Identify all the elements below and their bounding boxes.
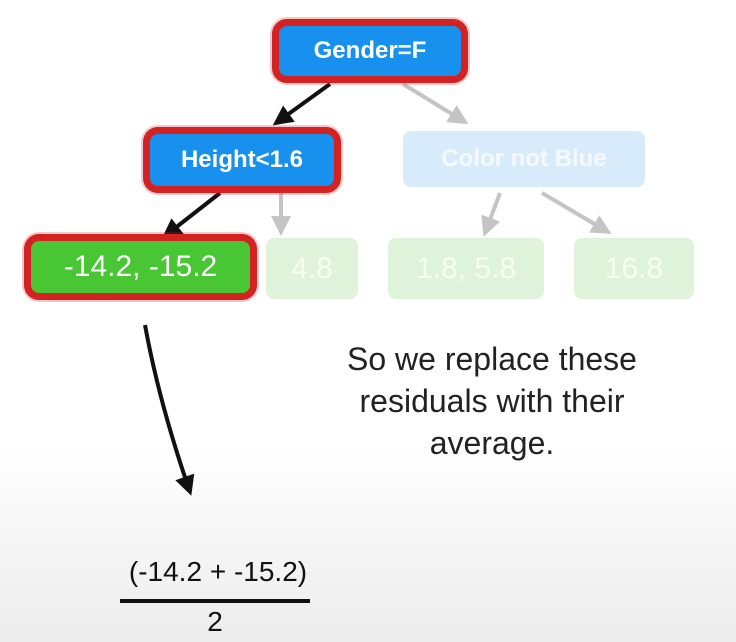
leaf-node-4-label: 16.8	[604, 251, 664, 285]
leaf-node-3-label: 1.8, 5.8	[415, 251, 517, 285]
color-node: Color not Blue	[403, 131, 645, 187]
edge-leaf-to-formula	[143, 324, 195, 496]
root-node: Gender=F	[272, 19, 468, 83]
fraction-bar	[120, 599, 310, 603]
leaf-node-1-label: -14.2, -15.2	[63, 250, 218, 283]
edge-color-to-leaf4	[540, 191, 612, 235]
color-node-label: Color not Blue	[441, 145, 607, 172]
explanation-caption: So we replace these residuals with their…	[312, 338, 672, 464]
edge-root-to-color	[401, 82, 469, 125]
edge-root-to-height	[272, 82, 332, 126]
root-node-label: Gender=F	[313, 37, 427, 64]
caption-line-2: residuals with their	[359, 383, 625, 419]
edge-color-to-leaf3	[481, 192, 502, 237]
formula-denominator: 2	[207, 606, 223, 637]
height-node: Height<1.6	[143, 127, 341, 193]
height-node-label: Height<1.6	[180, 146, 304, 173]
leaf-node-4: 16.8	[574, 238, 694, 299]
edge-height-to-leaf1	[161, 191, 222, 239]
formula-numerator: (-14.2 + -15.2)	[128, 556, 308, 587]
leaf-node-2-label: 4.8	[291, 251, 333, 285]
caption-line-1: So we replace these	[347, 341, 637, 377]
leaf-node-1: -14.2, -15.2	[24, 234, 257, 300]
background-gradient	[0, 440, 736, 642]
caption-line-3: average.	[429, 425, 555, 461]
leaf-node-3: 1.8, 5.8	[388, 238, 544, 299]
leaf-node-2: 4.8	[266, 238, 358, 299]
